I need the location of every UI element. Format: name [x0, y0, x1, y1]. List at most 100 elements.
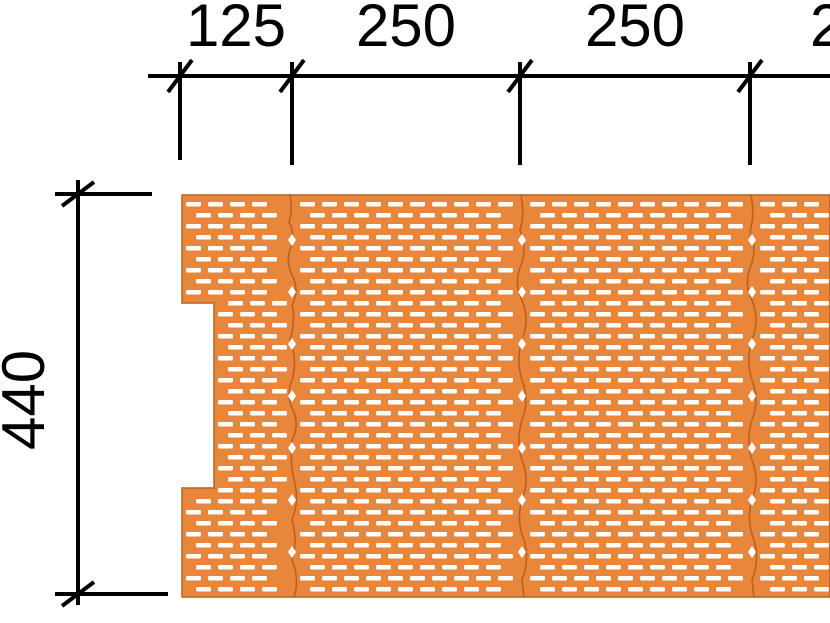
perforation-hole	[432, 510, 447, 515]
perforation-hole	[252, 532, 267, 537]
perforation-hole	[354, 499, 369, 504]
perforation-hole	[672, 499, 687, 504]
perforation-hole	[376, 323, 391, 328]
perforation-hole	[420, 279, 435, 284]
perforation-hole	[218, 565, 233, 570]
perforation-hole	[628, 477, 643, 482]
perforation-hole	[398, 367, 413, 372]
perforation-hole	[442, 499, 457, 504]
perforation-hole	[792, 521, 807, 526]
perforation-hole	[240, 521, 255, 526]
perforation-hole	[230, 246, 245, 251]
perforation-hole	[770, 345, 785, 350]
perforation-hole	[322, 202, 337, 207]
perforation-hole	[814, 565, 829, 570]
perforation-hole	[530, 290, 545, 295]
perforation-hole	[706, 268, 721, 273]
perforation-hole	[252, 554, 267, 559]
joint-gap	[748, 338, 756, 350]
perforation-hole	[388, 576, 403, 581]
perforation-hole	[454, 268, 469, 273]
perforation-hole	[640, 378, 655, 383]
perforation-hole	[272, 411, 287, 416]
perforation-hole	[354, 389, 369, 394]
perforation-hole	[300, 422, 315, 427]
perforation-hole	[530, 202, 545, 207]
perforation-hole	[410, 268, 425, 273]
perforation-hole	[454, 554, 469, 559]
half-brick-block	[181, 194, 298, 598]
perforation-hole	[540, 455, 555, 460]
perforation-hole	[760, 532, 775, 537]
perforation-hole	[650, 521, 665, 526]
perforation-hole	[728, 202, 743, 207]
perforation-hole	[804, 576, 819, 581]
perforation-hole	[596, 202, 611, 207]
perforation-hole	[716, 257, 731, 262]
perforation-hole	[792, 543, 807, 548]
perforation-hole	[442, 367, 457, 372]
joint-gap	[748, 234, 756, 246]
perforation-hole	[574, 290, 589, 295]
joint-gap	[288, 390, 296, 402]
perforation-hole	[250, 301, 265, 306]
joint-gap	[748, 494, 756, 506]
joint-gap	[518, 338, 526, 350]
perforation-hole	[208, 554, 223, 559]
perforation-hole	[552, 268, 567, 273]
perforation-hole	[432, 444, 447, 449]
perforation-hole	[606, 301, 621, 306]
perforation-hole	[208, 576, 223, 581]
perforation-hole	[530, 422, 545, 427]
perforation-hole	[640, 554, 655, 559]
perforation-hole	[366, 290, 381, 295]
perforation-hole	[706, 202, 721, 207]
perforation-hole	[792, 279, 807, 284]
perforation-hole	[354, 301, 369, 306]
perforation-hole	[716, 367, 731, 372]
perforation-hole	[760, 334, 775, 339]
perforation-hole	[228, 477, 243, 482]
perforation-hole	[650, 279, 665, 284]
perforation-hole	[650, 345, 665, 350]
perforation-hole	[442, 455, 457, 460]
perforation-hole	[498, 576, 513, 581]
perforation-hole	[262, 400, 277, 405]
perforation-hole	[530, 224, 545, 229]
perforation-hole	[706, 356, 721, 361]
perforation-hole	[420, 345, 435, 350]
perforation-hole	[454, 488, 469, 493]
dimension-label-250-a: 250	[356, 0, 456, 59]
perforation-hole	[498, 312, 513, 317]
perforation-hole	[262, 521, 277, 526]
perforation-hole	[728, 444, 743, 449]
perforation-hole	[486, 455, 501, 460]
perforation-hole	[792, 433, 807, 438]
perforation-hole	[420, 235, 435, 240]
perforation-hole	[684, 268, 699, 273]
perforation-hole	[640, 268, 655, 273]
perforation-hole	[186, 554, 201, 559]
perforation-hole	[454, 576, 469, 581]
perforation-hole	[454, 290, 469, 295]
perforation-hole	[814, 411, 829, 416]
perforation-hole	[410, 488, 425, 493]
perforation-hole	[596, 576, 611, 581]
perforation-hole	[476, 202, 491, 207]
perforation-hole	[728, 378, 743, 383]
perforation-hole	[300, 488, 315, 493]
perforation-hole	[442, 411, 457, 416]
perforation-hole	[562, 323, 577, 328]
perforation-hole	[240, 422, 255, 427]
perforation-hole	[486, 257, 501, 262]
perforation-hole	[464, 565, 479, 570]
perforation-hole	[684, 576, 699, 581]
perforation-hole	[662, 532, 677, 537]
perforation-hole	[606, 411, 621, 416]
brick-block-2	[516, 194, 758, 598]
perforation-hole	[420, 411, 435, 416]
perforation-hole	[498, 444, 513, 449]
perforation-hole	[344, 532, 359, 537]
perforation-hole	[208, 532, 223, 537]
perforation-hole	[628, 235, 643, 240]
